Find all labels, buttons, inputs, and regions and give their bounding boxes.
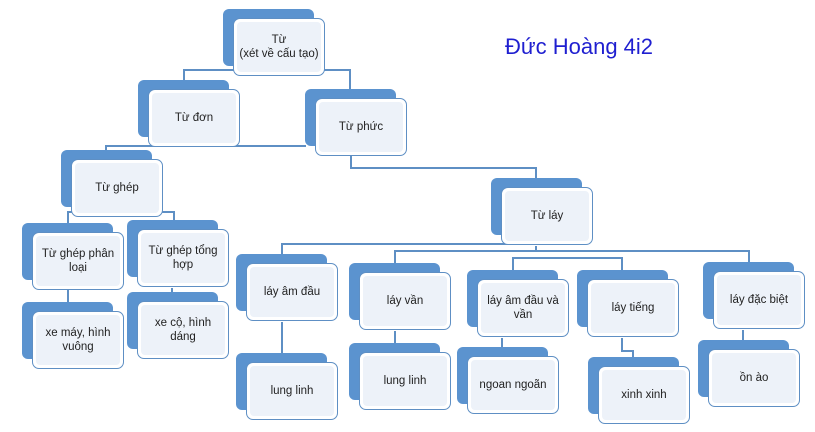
node-lay-tieng: láy tiếng — [577, 270, 681, 338]
node-ghep-tong-hop: Từ ghép tổng hợp — [127, 220, 231, 288]
node-label: Từ ghép tổng hợp — [148, 245, 218, 271]
node-label: láy âm đầu — [263, 286, 321, 298]
link-tudon-tughep — [105, 145, 306, 150]
node-tu: Từ (xét về cấu tạo) — [223, 9, 327, 77]
node-label: láy đặc biệt — [729, 294, 789, 306]
node-label: Từ (xét về cấu tạo) — [239, 34, 319, 60]
node-label: lung linh — [383, 375, 427, 387]
node-lay-am-dau-van: láy âm đầu và vần — [467, 270, 571, 338]
link-tuphuc-tulay — [350, 156, 537, 178]
node-tu-phuc: Từ phức — [305, 89, 409, 157]
link-tulay-right — [394, 250, 750, 263]
node-label: xe máy, hình vuông — [45, 327, 111, 353]
node-label: láy tiếng — [611, 302, 655, 314]
node-vd-tieng: xinh xinh — [588, 357, 692, 425]
node-label: láy vần — [386, 295, 424, 307]
node-vd-van: lung linh — [349, 343, 453, 411]
node-vd-am-dau-van: ngoan ngoãn — [457, 347, 561, 415]
link-tulay-left — [281, 243, 536, 254]
node-label: lung linh — [270, 385, 314, 397]
node-vd-am-dau: lung linh — [236, 353, 340, 421]
author-title: Đức Hoàng 4i2 — [505, 34, 654, 59]
node-label: xinh xinh — [621, 389, 667, 401]
node-label: Từ láy — [530, 210, 564, 222]
node-tu-ghep: Từ ghép — [61, 150, 165, 218]
node-vd-phan-loai: xe máy, hình vuông — [22, 302, 126, 370]
node-label: Từ ghép phân loại — [41, 248, 115, 274]
node-label: Từ ghép — [95, 182, 139, 194]
node-label: Từ đơn — [174, 112, 214, 124]
node-ghep-phan-loai: Từ ghép phân loại — [22, 223, 126, 291]
node-label: ngoan ngoãn — [479, 379, 547, 391]
node-lay-van: láy vần — [349, 263, 453, 331]
node-label: láy âm đầu và vần — [487, 295, 559, 321]
node-tu-don: Từ đơn — [138, 80, 242, 148]
node-lay-dac-biet: láy đặc biệt — [703, 262, 807, 330]
node-lay-am-dau: láy âm đầu — [236, 254, 340, 322]
node-vd-tong-hop: xe cộ, hình dáng — [127, 292, 231, 360]
node-label: ồn ào — [739, 372, 769, 384]
node-label: xe cộ, hình dáng — [154, 317, 212, 343]
node-label: Từ phức — [338, 121, 384, 133]
node-vd-dac-biet: ồn ào — [698, 340, 802, 408]
node-tu-lay: Từ láy — [491, 178, 595, 246]
